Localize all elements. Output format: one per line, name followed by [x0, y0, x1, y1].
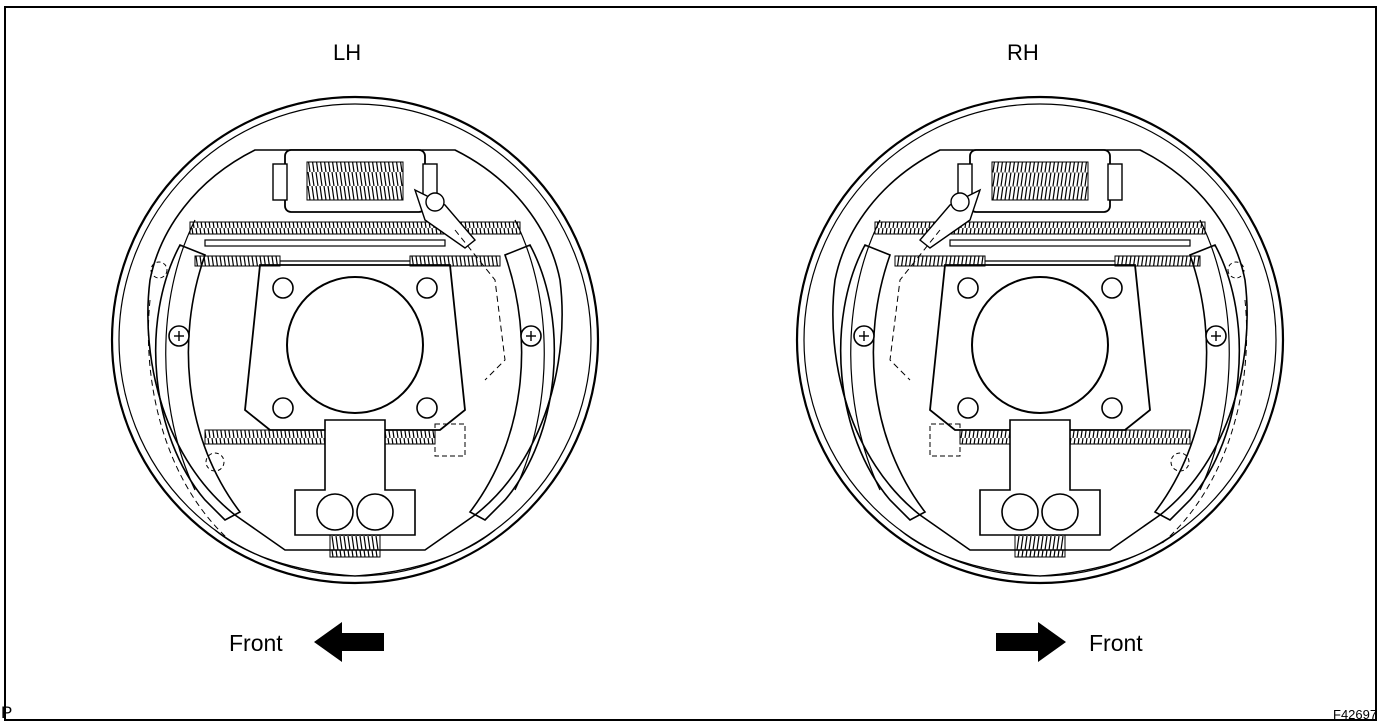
rh-brake-assembly — [795, 95, 1285, 585]
lh-label: LH — [333, 40, 362, 65]
arrow-left-icon — [314, 622, 384, 662]
diagram-frame — [4, 6, 1377, 721]
arrow-right-icon — [996, 622, 1066, 662]
front-label-right: Front — [1089, 630, 1143, 656]
figure-code: F42697 — [1333, 707, 1378, 722]
lh-brake-assembly — [110, 95, 600, 585]
corner-code: P — [1, 703, 13, 722]
front-label-left: Front — [229, 630, 283, 656]
rh-label: RH — [1007, 40, 1039, 65]
